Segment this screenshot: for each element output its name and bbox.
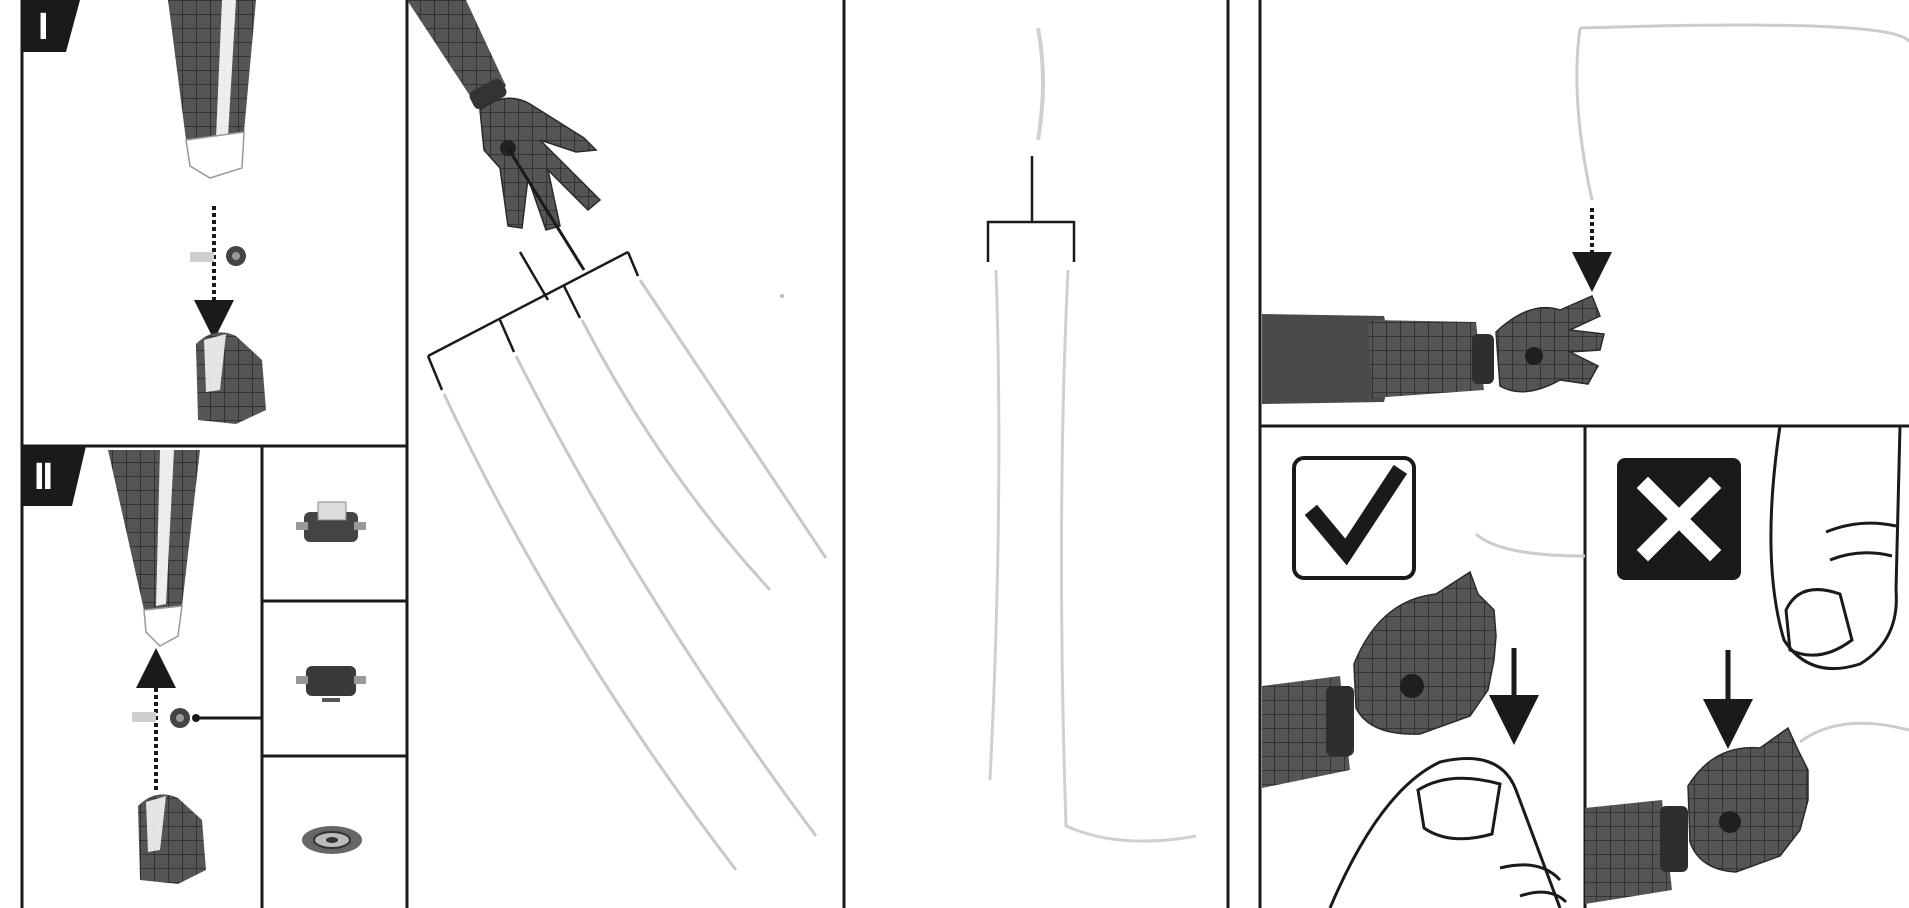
thumb-outline-top	[1771, 426, 1900, 669]
detail-view-side	[296, 666, 366, 702]
web-strand-bracket	[428, 252, 638, 390]
step-1-arm	[168, 0, 256, 178]
web-line	[1476, 534, 1585, 556]
panel-grid	[22, 0, 1909, 908]
detail-view-front	[302, 826, 362, 854]
cross-icon	[1617, 458, 1741, 580]
step-1-badge	[22, 0, 80, 52]
detail-view-top	[296, 502, 366, 542]
step-2-badge	[22, 446, 86, 506]
check-icon	[1294, 458, 1414, 578]
shooting-arm	[407, 0, 600, 230]
thumb-outline	[1330, 759, 1566, 908]
web-pouch	[138, 794, 206, 884]
web-strands	[444, 280, 826, 870]
web-pouch	[196, 332, 266, 424]
web-shooter-icon	[132, 708, 190, 728]
step-1-label: I	[38, 8, 49, 46]
attach-arm	[1262, 296, 1604, 404]
incorrect-hand	[1585, 728, 1808, 904]
step-2-label: II	[34, 458, 51, 496]
web-shooter-icon	[190, 246, 246, 266]
web-line-top	[1577, 25, 1909, 200]
web-length-diagram	[988, 28, 1196, 841]
web-line	[1800, 723, 1909, 742]
step-2-arm	[108, 450, 200, 646]
correct-hand	[1262, 572, 1496, 788]
